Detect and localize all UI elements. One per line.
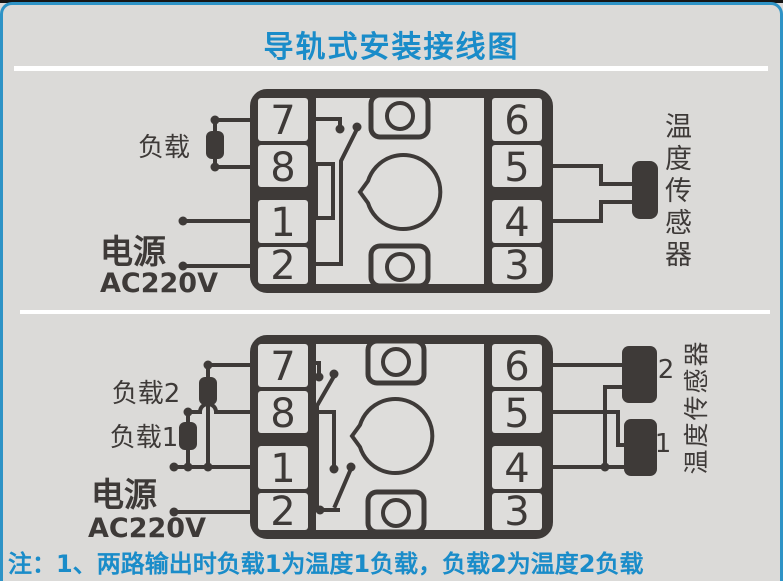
- terminal-4-label: 4: [504, 200, 529, 246]
- adjust-knob-icon-b: [349, 397, 435, 475]
- load1-circuit: 负载1: [110, 402, 258, 472]
- terminal-7b: 7: [258, 344, 308, 390]
- terminal-5: 5: [492, 145, 542, 191]
- terminal-1-label: 1: [270, 200, 295, 246]
- terminal-5-label: 5: [504, 145, 529, 191]
- top-edge-strip: [0, 0, 783, 3]
- sensor1-number: 1: [655, 429, 672, 459]
- terminal-5b: 5: [492, 391, 542, 437]
- footnote: 注：1、两路输出时负载1为温度1负载，负载2为温度2负载: [8, 550, 644, 578]
- sensor-circuit-top: [544, 161, 658, 223]
- load2-resistor: [199, 377, 217, 405]
- terminal-3b-label: 3: [504, 489, 529, 535]
- mounting-hole-bottom-icon-b: [365, 489, 427, 535]
- mounting-hole-bottom-icon: [368, 243, 431, 289]
- sensor2-number: 2: [658, 355, 675, 385]
- terminal-2-label: 2: [270, 243, 295, 289]
- terminal-8b: 8: [258, 391, 308, 437]
- terminal-7-label: 7: [270, 98, 295, 144]
- power-circuit-bottom: 电源 AC220V: [88, 462, 258, 544]
- sensor-label-top: 温度传感器: [660, 112, 691, 272]
- temperature-sensor-1: [624, 419, 657, 476]
- temperature-sensor: [632, 161, 658, 219]
- terminal-6b-label: 6: [504, 344, 529, 390]
- terminal-7: 7: [258, 98, 308, 144]
- adjust-knob-icon: [357, 153, 443, 231]
- internal-component: [314, 162, 335, 220]
- terminal-2: 2: [258, 243, 308, 289]
- terminal-5b-label: 5: [504, 391, 529, 437]
- relay-contact-internal: [314, 117, 362, 266]
- temperature-sensor-2: [622, 346, 657, 403]
- power-voltage-label: AC220V: [100, 268, 218, 299]
- terminal-8b-label: 8: [270, 391, 295, 437]
- terminal-4: 4: [492, 200, 542, 246]
- load1-resistor: [179, 422, 197, 450]
- device-top: 7 8 1 2 6 5: [250, 89, 553, 293]
- terminal-2b-label: 2: [270, 489, 295, 535]
- terminal-4b: 4: [492, 446, 542, 492]
- terminal-2b: 2: [258, 489, 308, 535]
- terminal-1b: 1: [258, 446, 308, 492]
- terminal-3b: 3: [492, 489, 542, 535]
- terminal-4b-label: 4: [504, 446, 529, 492]
- terminal-1: 1: [258, 200, 308, 246]
- terminal-1b-label: 1: [270, 446, 295, 492]
- terminal-8: 8: [258, 145, 308, 191]
- load-label: 负载: [138, 133, 190, 163]
- terminal-3: 3: [492, 243, 542, 289]
- terminal-6b: 6: [492, 344, 542, 390]
- power-circuit-top: 电源 AC220V: [100, 216, 258, 299]
- load-circuit-top: 负载: [138, 115, 258, 172]
- relay-contacts-internal-b: [314, 361, 356, 515]
- load2-circuit: 负载2: [112, 360, 258, 472]
- load-resistor: [206, 131, 224, 159]
- sensor-label-bottom: 温度传感器: [682, 339, 711, 475]
- power-voltage-label-b: AC220V: [88, 513, 206, 544]
- sensor-circuits-bottom: 2 1: [544, 346, 675, 476]
- terminal-3-label: 3: [504, 243, 529, 289]
- terminal-6: 6: [492, 98, 542, 144]
- mounting-hole-top-icon-b: [365, 338, 427, 386]
- device-bottom: 7 8 1 2 6 5: [250, 335, 553, 539]
- load1-label: 负载1: [110, 423, 179, 453]
- power-label-b: 电源: [91, 475, 157, 514]
- terminal-6-label: 6: [504, 98, 529, 144]
- power-label: 电源: [100, 232, 166, 271]
- mounting-hole-top-icon: [368, 92, 431, 140]
- section-divider-line: [20, 310, 770, 314]
- page-title: 导轨式安装接线图: [263, 30, 520, 65]
- terminal-8-label: 8: [270, 145, 295, 191]
- terminal-7b-label: 7: [270, 344, 295, 390]
- load2-label: 负载2: [112, 379, 181, 409]
- title-divider-line: [14, 66, 768, 71]
